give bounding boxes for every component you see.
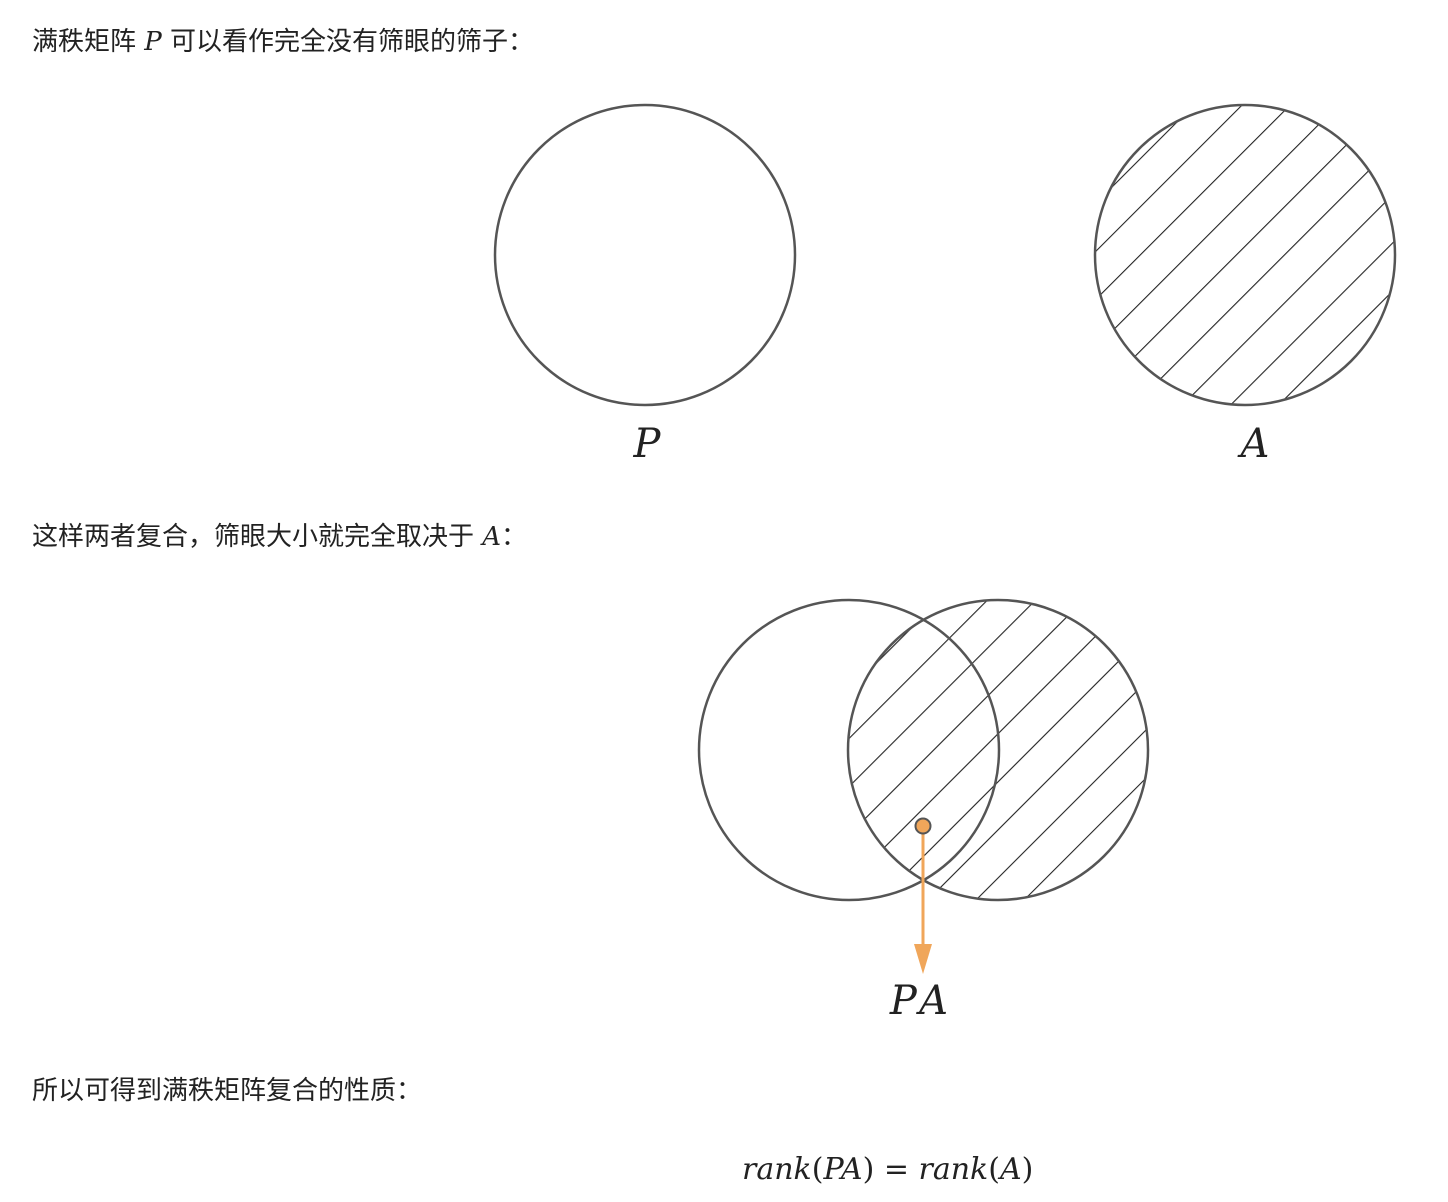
formula-paren: ) (1021, 1152, 1034, 1187)
circle-a-hatch (1095, 105, 1395, 405)
formula-paren: ( (988, 1152, 1000, 1187)
circle-a (1093, 103, 1397, 407)
figure-composition-pa: PA (697, 598, 1150, 1024)
paragraph-text: 可以看作完全没有筛眼的筛子： (161, 27, 535, 57)
paragraph-text: 满秩矩阵 (32, 27, 145, 57)
paragraph-full-rank-sieve: 满秩矩阵 P 可以看作完全没有筛眼的筛子： (32, 25, 534, 59)
paragraph-text: 这样两者复合，筛眼大小就完全取决于 (32, 522, 483, 552)
arrow-origin-dot (914, 817, 932, 835)
label-a: A (1237, 421, 1270, 467)
circle-p-overlap (697, 598, 1001, 902)
formula-lhs-arg: PA (823, 1152, 863, 1187)
circle-a-overlap (846, 598, 1150, 902)
label-pa: PA (889, 978, 954, 1024)
formula-paren: ) (862, 1152, 875, 1187)
paragraph-composition: 这样两者复合，筛眼大小就完全取决于 A： (32, 520, 527, 554)
formula-rhs-fn: rank (918, 1152, 989, 1187)
math-symbol-a: A (482, 522, 502, 552)
label-p: P (633, 421, 662, 467)
formula-equals: = (874, 1152, 919, 1187)
formula-paren: ( (811, 1152, 824, 1187)
paragraph-text: ： (501, 522, 528, 552)
formula-lhs-fn: rank (742, 1152, 812, 1187)
math-symbol-p: P (144, 27, 162, 57)
circle-p (493, 103, 797, 407)
paragraph-property: 所以可得到满秩矩阵复合的性质： (32, 1076, 423, 1106)
formula-rhs-arg: A (999, 1152, 1022, 1187)
arrow-head (914, 944, 932, 974)
formula-rank: rank(PA) = rank(A) (742, 1150, 1033, 1190)
figure-sieve-p-and-a: P A (493, 103, 1397, 467)
